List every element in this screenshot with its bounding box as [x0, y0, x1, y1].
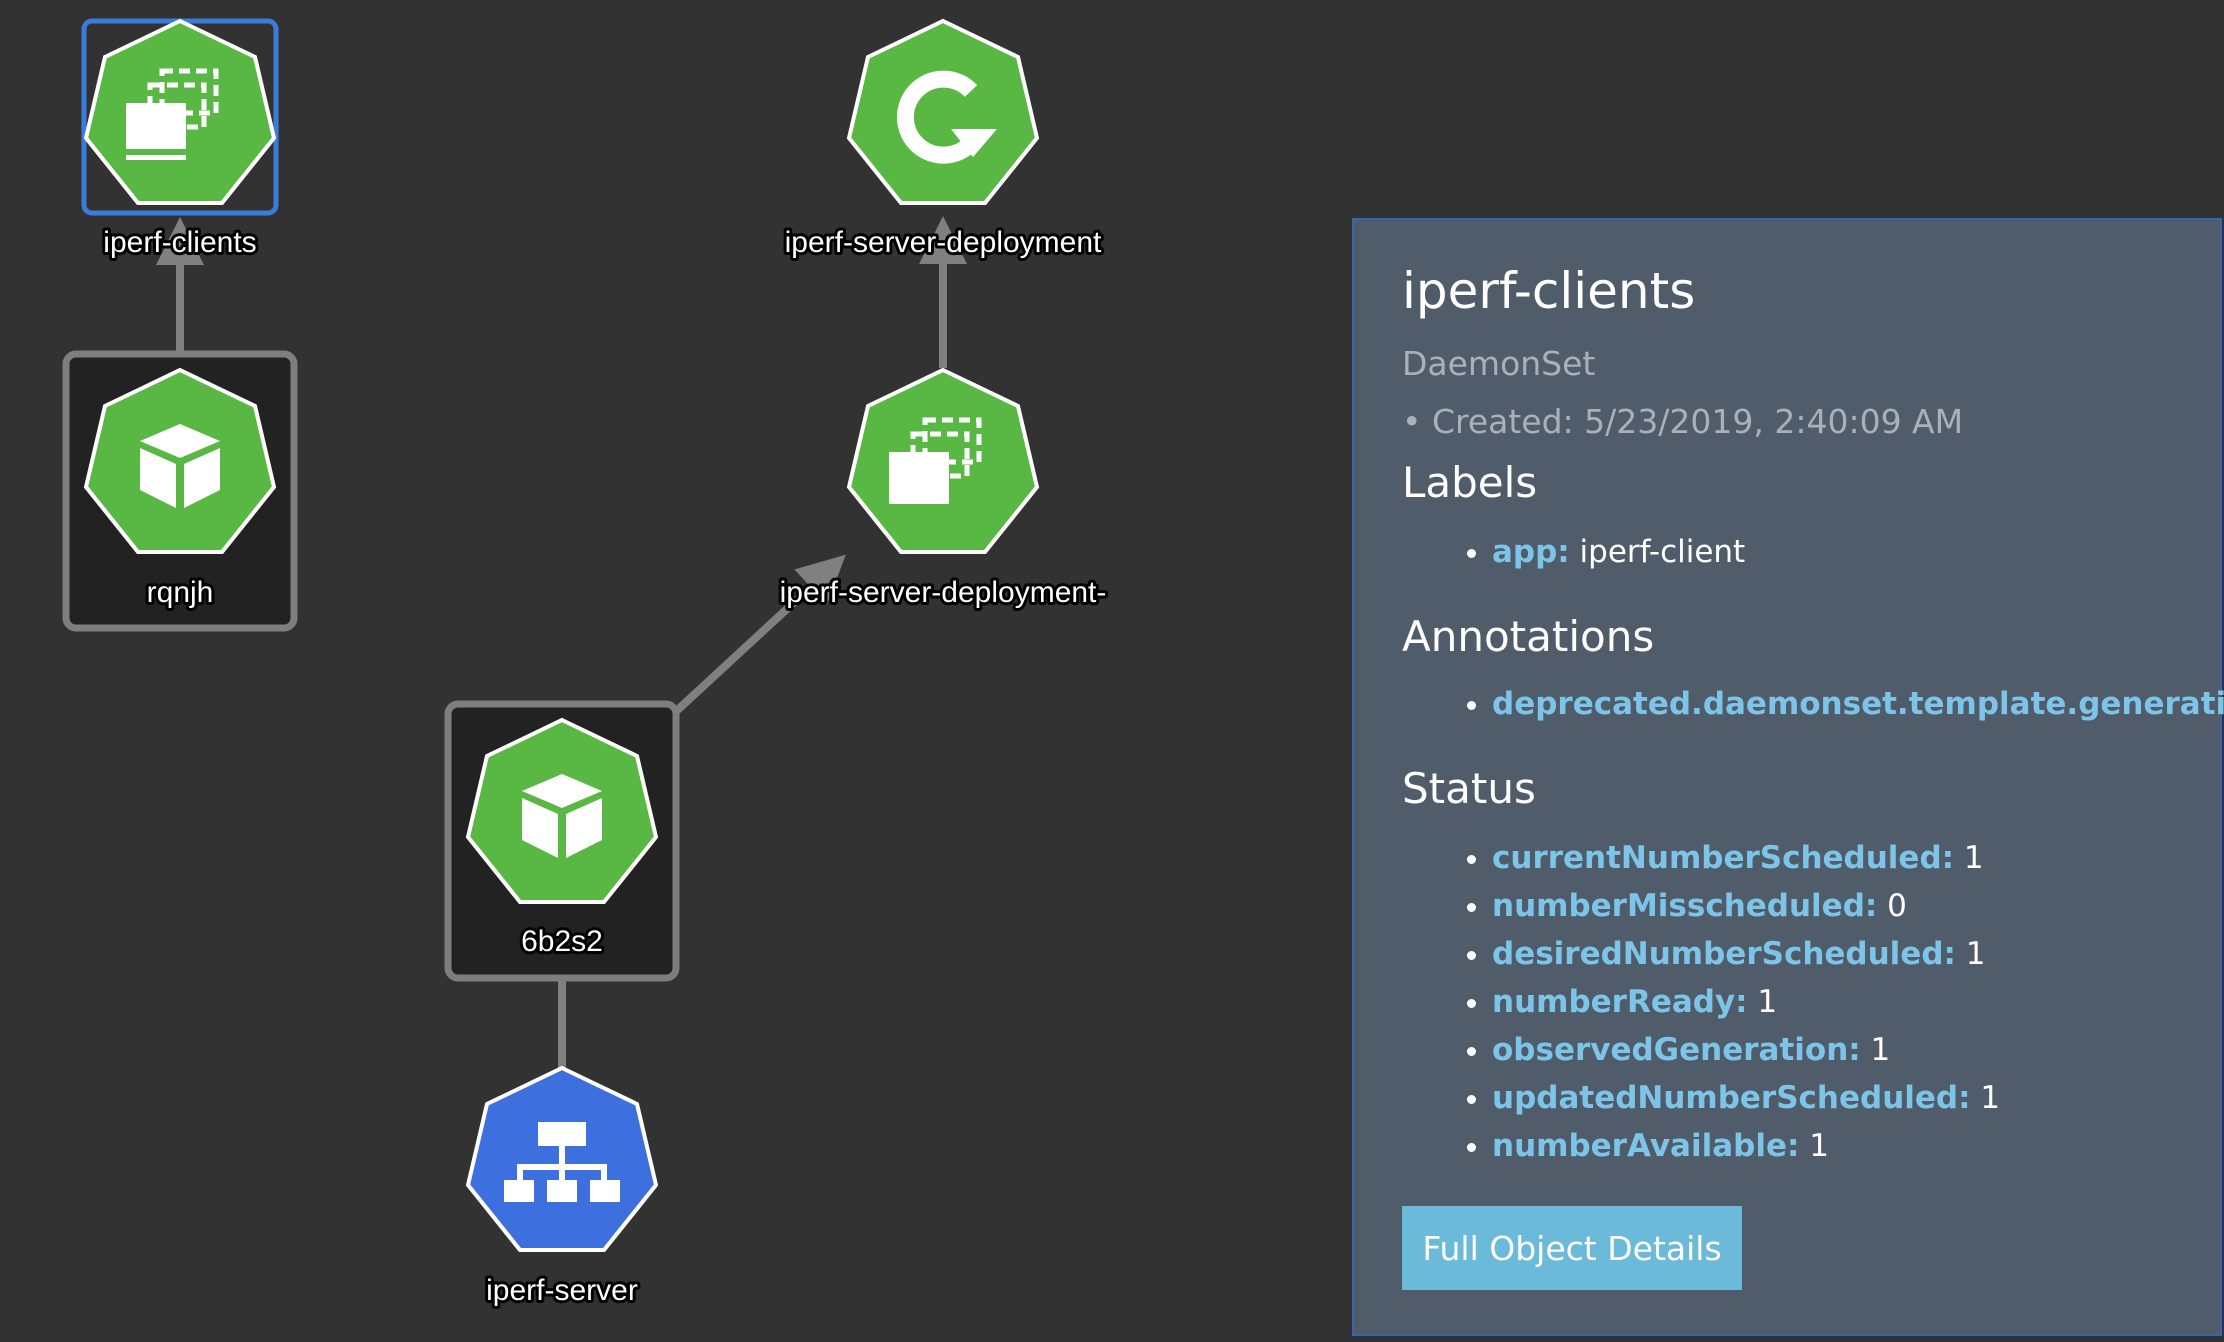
replicaset-icon: [889, 417, 982, 504]
status-item: numberMisscheduled: 0: [1492, 882, 2000, 930]
status-item: observedGeneration: 1: [1492, 1026, 2000, 1074]
status-item: desiredNumberScheduled: 1: [1492, 930, 2000, 978]
status-key: observedGeneration:: [1492, 1032, 1861, 1068]
status-value: 1: [1970, 1080, 2001, 1116]
node-label-iperf-clients: iperf-clients: [103, 226, 256, 259]
panel-title: iperf-clients: [1402, 262, 1696, 320]
node-label-iperf-server-replicaset: iperf-server-deployment-: [780, 576, 1107, 609]
node-label-6b2s2: 6b2s2: [521, 925, 603, 958]
label-value: iperf-client: [1569, 534, 1746, 570]
daemonset-icon: [126, 68, 219, 160]
node-iperf-server-service[interactable]: [465, 1065, 659, 1252]
service-icon: [504, 1122, 620, 1202]
status-key: numberAvailable:: [1492, 1128, 1800, 1164]
pod-icon: [522, 774, 602, 858]
edge-6b2s2-to-replicaset: [655, 554, 846, 731]
status-key: desiredNumberScheduled:: [1492, 936, 1956, 972]
status-value: 1: [1747, 984, 1778, 1020]
status-value: 1: [1954, 840, 1984, 876]
status-heading: Status: [1402, 764, 1536, 813]
status-item: numberReady: 1: [1492, 978, 2000, 1026]
status-item: currentNumberScheduled: 1: [1492, 834, 2000, 882]
pod-icon: [140, 424, 220, 508]
status-item: numberAvailable: 1: [1492, 1122, 2000, 1170]
labels-list: app: iperf-client: [1404, 528, 1745, 576]
label-key: app:: [1492, 534, 1570, 570]
status-value: 0: [1877, 888, 1907, 924]
node-label-iperf-server-deployment: iperf-server-deployment: [785, 226, 1102, 259]
node-pod-rqnjh[interactable]: [83, 367, 277, 554]
details-panel: iperf-clients DaemonSet • Created: 5/23/…: [1352, 218, 2224, 1336]
node-iperf-server-deployment[interactable]: [846, 18, 1040, 205]
label-item: app: iperf-client: [1492, 528, 1745, 576]
node-pod-6b2s2[interactable]: [465, 717, 659, 904]
status-list: currentNumberScheduled: 1 numberMissched…: [1404, 834, 2000, 1170]
annotations-list: deprecated.daemonset.template.generation…: [1404, 680, 2224, 728]
annotations-heading: Annotations: [1402, 612, 1655, 661]
node-label-iperf-server: iperf-server: [486, 1274, 638, 1307]
labels-heading: Labels: [1402, 458, 1538, 507]
node-iperf-clients[interactable]: [81, 18, 279, 216]
resource-kind: DaemonSet: [1402, 344, 1596, 383]
status-key: currentNumberScheduled:: [1492, 840, 1955, 876]
node-iperf-server-replicaset[interactable]: [846, 367, 1040, 554]
annotation-item: deprecated.daemonset.template.generation…: [1492, 680, 2224, 728]
created-timestamp: • Created: 5/23/2019, 2:40:09 AM: [1402, 402, 1964, 441]
status-key: updatedNumberScheduled:: [1492, 1080, 1971, 1116]
status-value: 1: [1860, 1032, 1891, 1068]
annotation-key: deprecated.daemonset.template.generation…: [1492, 686, 2224, 722]
status-item: updatedNumberScheduled: 1: [1492, 1074, 2000, 1122]
status-key: numberMisscheduled:: [1492, 888, 1878, 924]
topology-graph: iperf-clients iperf-server-deployment rq…: [62, 18, 1109, 1310]
node-label-rqnjh: rqnjh: [147, 576, 214, 609]
deployment-icon: [896, 70, 997, 164]
status-value: 1: [1955, 936, 1986, 972]
status-key: numberReady:: [1492, 984, 1748, 1020]
full-object-details-button[interactable]: Full Object Details: [1402, 1206, 1742, 1290]
status-value: 1: [1799, 1128, 1829, 1164]
